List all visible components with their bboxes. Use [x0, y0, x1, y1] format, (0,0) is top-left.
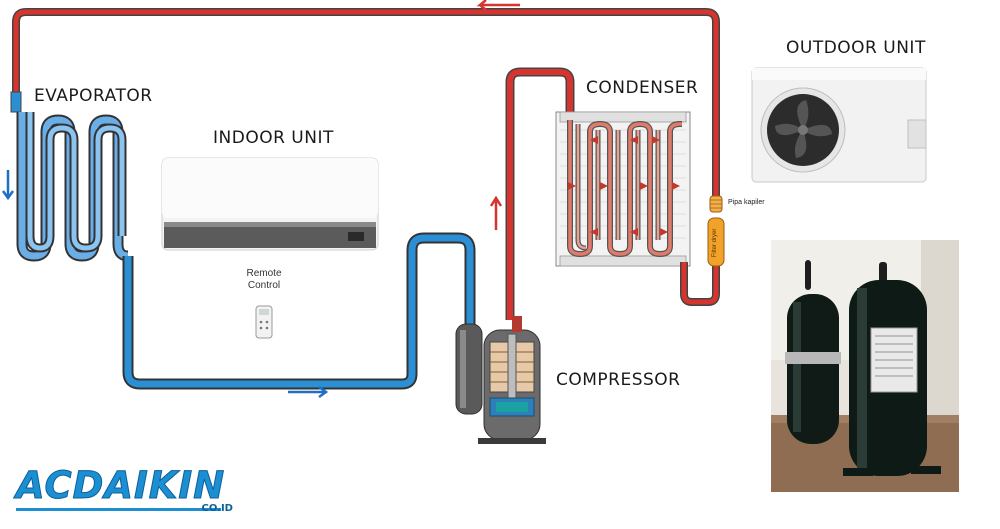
brand-suffix: CO.ID — [201, 503, 233, 514]
outdoor-unit-illustration — [751, 67, 927, 183]
liquid-line — [680, 260, 720, 306]
flow-arrow-up — [489, 195, 503, 230]
hot-pipe-top — [10, 8, 720, 200]
flow-arrow-right — [288, 385, 329, 399]
outdoor-unit-label: OUTDOOR UNIT — [786, 38, 926, 58]
filter-dryer-label: Filter dryer — [712, 229, 718, 258]
flow-arrow-top — [476, 0, 520, 11]
capillary-tube — [709, 195, 723, 213]
fan-icon — [775, 100, 832, 158]
condenser-coil — [555, 111, 691, 267]
evaporator-label: EVAPORATOR — [34, 86, 153, 106]
remote-control-label-line1: Remote — [246, 268, 282, 279]
remote-control-illustration — [255, 305, 273, 339]
compressor-label: COMPRESSOR — [556, 370, 681, 390]
hot-pipe-discharge — [505, 67, 575, 320]
condenser-label: CONDENSER — [586, 78, 699, 98]
filter-dryer: Filter dryer — [707, 217, 725, 267]
indoor-unit-illustration — [161, 157, 379, 251]
remote-control-label-line2: Control — [247, 280, 281, 291]
brand-logo: ACDAIKIN CO.ID — [15, 464, 241, 518]
brand-name: ACDAIKIN — [15, 464, 226, 507]
brand-underline — [16, 508, 221, 511]
evaporator-coil — [16, 112, 129, 262]
capillary-label: Pipa kapiler — [728, 199, 765, 206]
compressor-illustration — [455, 316, 546, 444]
remote-control-label: Remote Control — [238, 268, 290, 292]
flow-arrow-down — [1, 170, 15, 201]
compressor-photo — [771, 240, 959, 492]
indoor-unit-label: INDOOR UNIT — [213, 128, 334, 148]
cold-pipe-suction — [122, 232, 476, 390]
